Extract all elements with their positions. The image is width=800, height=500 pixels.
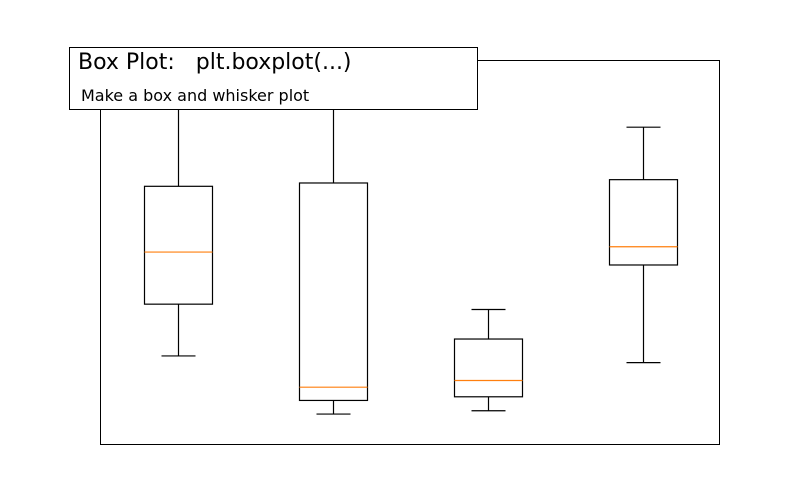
box-iqr [298, 182, 369, 402]
box-iqr [608, 179, 679, 266]
title-box: Box Plot: plt.boxplot(...) Make a box an… [69, 47, 478, 110]
box-iqr [453, 338, 524, 398]
boxes-layer [143, 95, 679, 415]
box-group-3 [453, 308, 524, 412]
box-iqr [143, 185, 214, 305]
chart-title: Box Plot: plt.boxplot(...) [78, 50, 352, 75]
box-group-2 [298, 95, 369, 415]
box-group-4 [608, 126, 679, 364]
box-group-1 [143, 95, 214, 357]
chart-subtitle: Make a box and whisker plot [81, 86, 310, 105]
